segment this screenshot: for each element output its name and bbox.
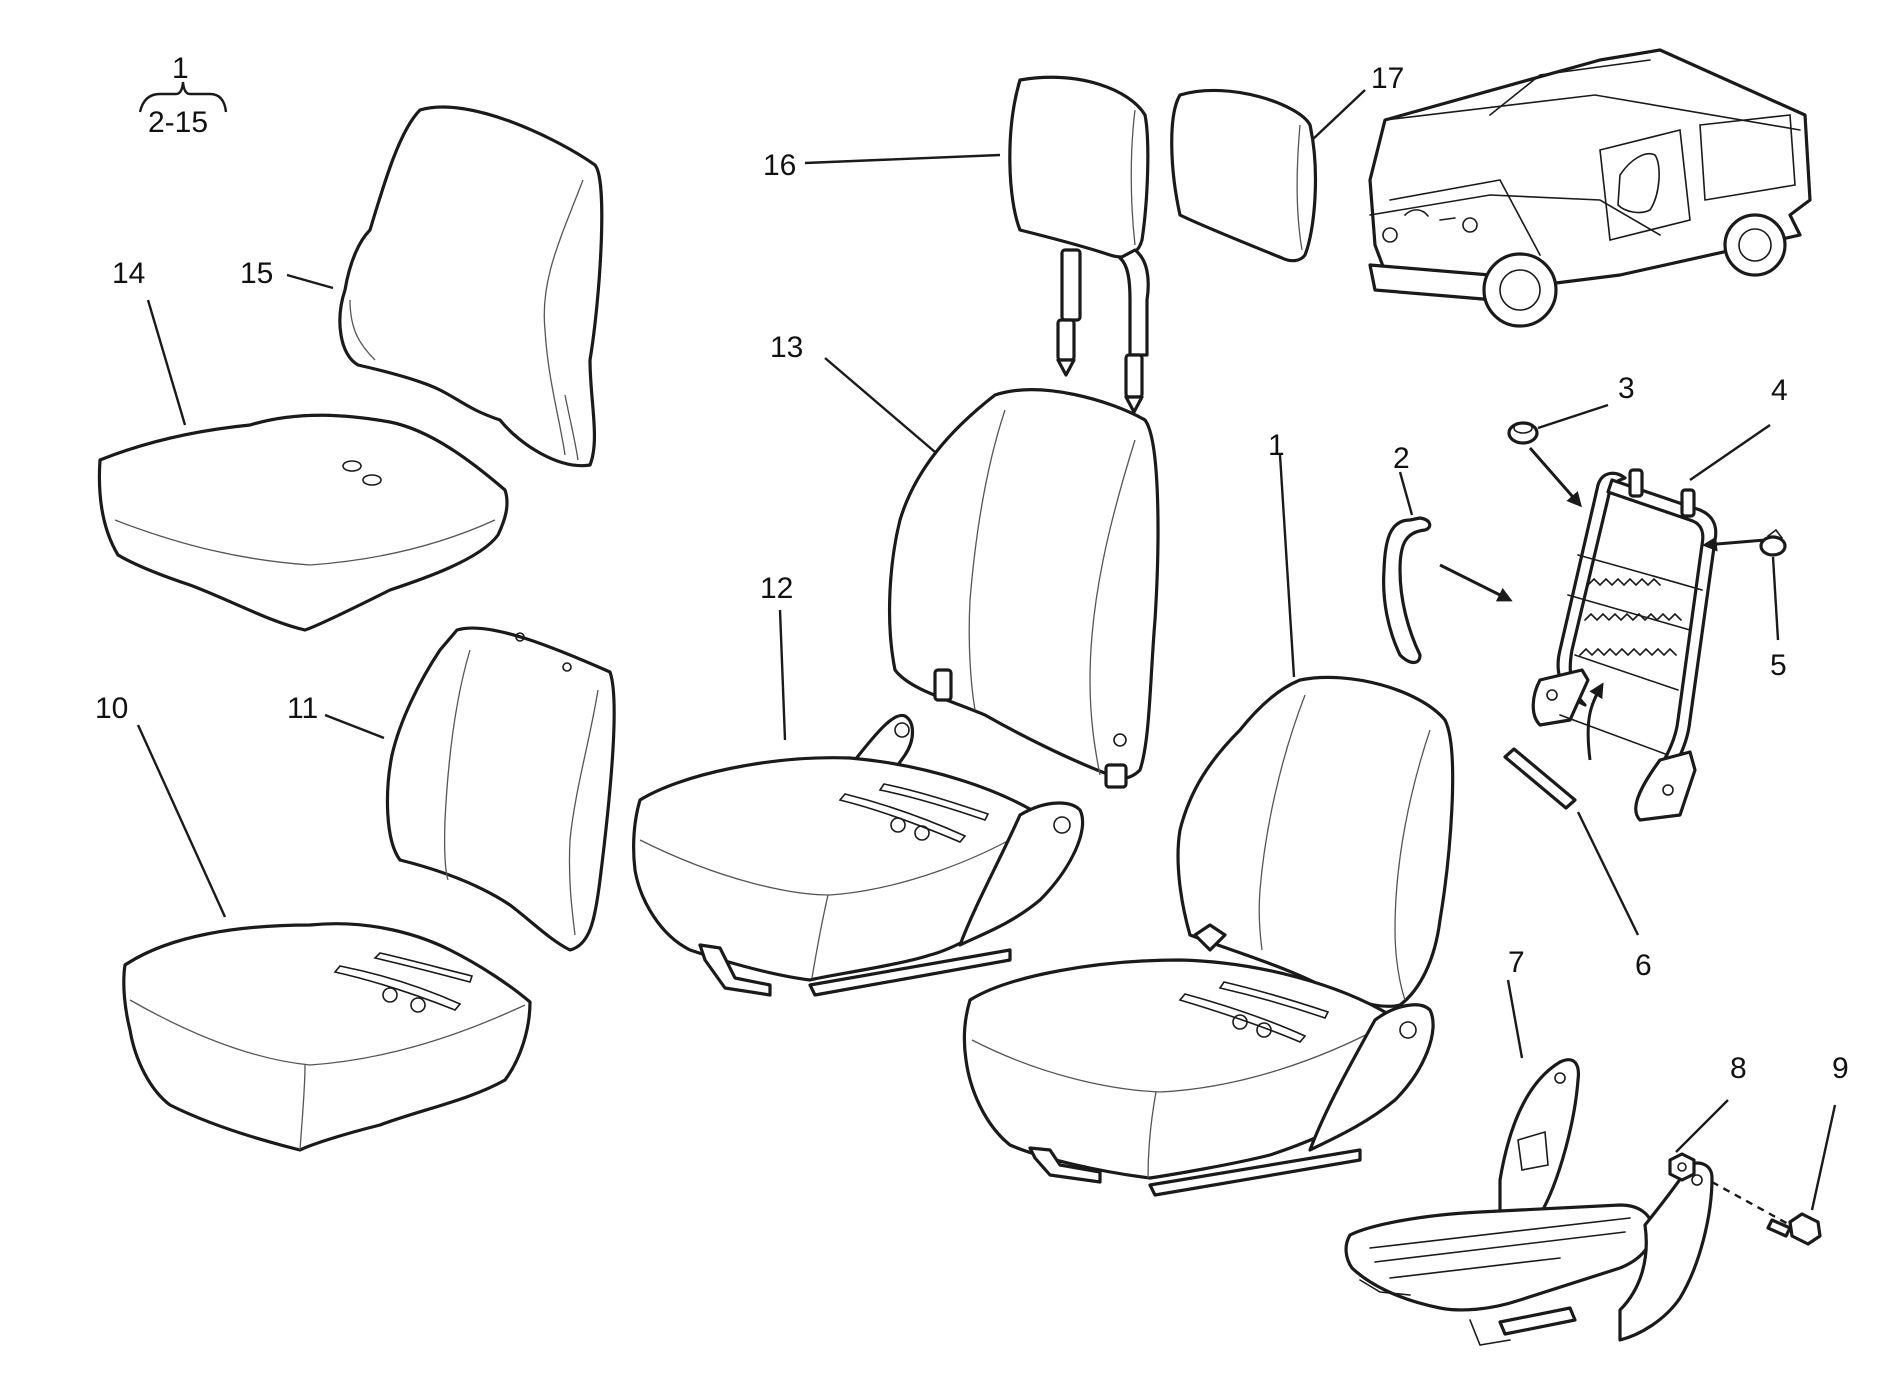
backrest [887, 388, 1160, 789]
callout-4: 4 [1771, 374, 1788, 407]
callout-labels: 1 2 3 4 5 6 7 8 9 10 11 12 13 14 15 16 1… [95, 62, 1849, 1085]
seat-assembly [962, 675, 1455, 1197]
backrest-frame [1531, 468, 1718, 822]
callout-12: 12 [760, 572, 793, 605]
callout-17: 17 [1371, 62, 1404, 95]
callout-5: 5 [1770, 649, 1787, 682]
bolt [1711, 1180, 1822, 1246]
backrest-cushion [385, 626, 616, 952]
callout-11: 11 [287, 692, 318, 725]
callout-2: 2 [1393, 442, 1410, 475]
callout-14: 14 [112, 257, 145, 290]
assembly-number: 1 [172, 52, 189, 85]
seat-base [632, 713, 1085, 997]
seat-cushion [122, 922, 532, 1152]
callout-15: 15 [240, 257, 273, 290]
clip-3 [1507, 421, 1539, 445]
callout-13: 13 [770, 331, 803, 364]
callout-3: 3 [1618, 372, 1635, 405]
callout-6: 6 [1635, 949, 1652, 982]
callout-16: 16 [763, 149, 796, 182]
callout-8: 8 [1730, 1052, 1747, 1085]
vehicle-inset [1368, 48, 1812, 328]
headrest [1008, 75, 1150, 414]
callout-1: 1 [1268, 429, 1285, 462]
assembly-bracket: 1 2-15 [138, 52, 228, 139]
callout-7: 7 [1508, 946, 1525, 979]
callout-9: 9 [1832, 1052, 1849, 1085]
seat-frame [1344, 1058, 1714, 1346]
assembly-arrows [1439, 447, 1766, 761]
backrest-cover [338, 105, 604, 468]
rod [1503, 747, 1577, 810]
leader-lines [136, 89, 1837, 1211]
seat-cover [97, 413, 509, 632]
backrest-trim-strip [1382, 516, 1432, 665]
callout-10: 10 [95, 692, 128, 725]
nut [1668, 1152, 1696, 1182]
headrest-cover [1170, 88, 1318, 263]
assembly-range: 2-15 [148, 106, 208, 139]
clip-5 [1759, 528, 1787, 557]
